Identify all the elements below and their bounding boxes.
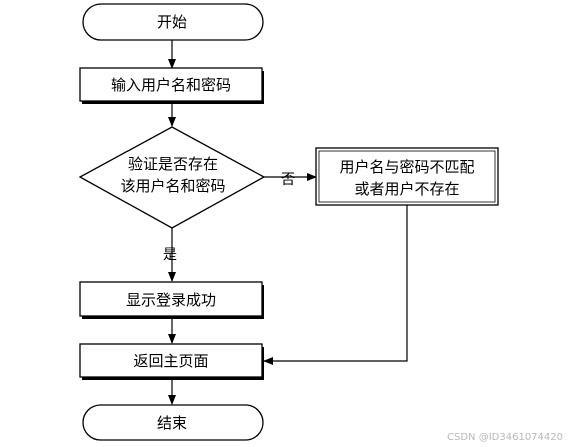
return-home-node: 返回主页面	[79, 343, 264, 380]
mismatch-line1: 用户名与密码不匹配	[339, 158, 474, 176]
connectors	[168, 40, 408, 405]
return-home-label: 返回主页面	[133, 352, 208, 370]
start-label: 开始	[157, 13, 187, 31]
input-credentials-node: 输入用户名和密码	[79, 67, 264, 104]
login-success-node: 显示登录成功	[79, 281, 264, 319]
input-credentials-label: 输入用户名和密码	[111, 76, 231, 94]
edge-label-no: 否	[281, 172, 295, 188]
edge-label-yes: 是	[163, 247, 177, 263]
mismatch-node: 用户名与密码不匹配 或者用户不存在	[315, 147, 499, 206]
edge-mismatch-to-home	[263, 205, 408, 365]
start-node: 开始	[82, 3, 264, 41]
input-credentials-shape	[79, 67, 263, 102]
mismatch-inner-frame	[318, 150, 496, 203]
end-node: 结束	[82, 404, 264, 441]
verify-decision-node: 验证是否存在 该用户名和密码	[78, 126, 266, 229]
mismatch-line2: 或者用户不存在	[354, 180, 459, 198]
end-shape	[82, 404, 264, 441]
verify-decision-shape	[78, 126, 266, 229]
watermark-text: CSDN @ID3461074420	[447, 432, 563, 443]
verify-decision-line2: 该用户名和密码	[120, 177, 225, 195]
end-label: 结束	[157, 414, 187, 432]
mismatch-outer-shape	[315, 147, 499, 206]
verify-decision-line1: 验证是否存在	[128, 155, 218, 173]
login-success-shape	[79, 281, 263, 317]
return-home-shape	[79, 343, 263, 378]
login-success-label: 显示登录成功	[126, 291, 216, 309]
start-shape	[82, 3, 264, 41]
